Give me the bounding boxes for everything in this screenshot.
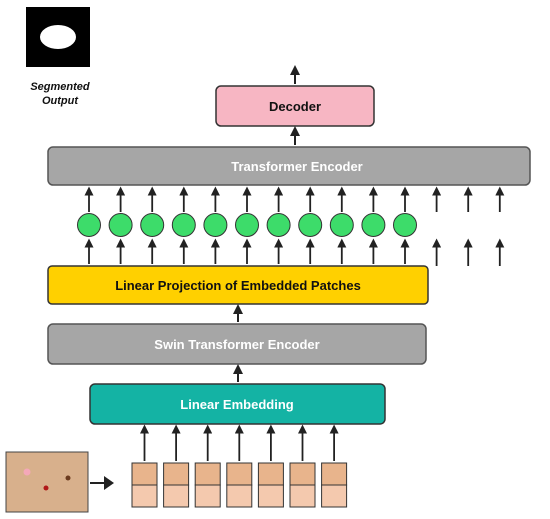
transformer-encoder-label: Transformer Encoder bbox=[231, 159, 363, 174]
linear-embedding-block: Linear Embedding bbox=[89, 383, 386, 425]
patch-bottom bbox=[194, 484, 221, 508]
patch-row bbox=[131, 424, 348, 508]
segmented-caption-line2: Output bbox=[41, 95, 79, 107]
decoder-block: Decoder bbox=[215, 85, 375, 127]
input-dot-red bbox=[43, 485, 49, 491]
token-circle bbox=[235, 213, 259, 237]
patch-bottom bbox=[226, 484, 253, 508]
patch-top bbox=[257, 462, 284, 486]
linear-projection-label: Linear Projection of Embedded Patches bbox=[115, 278, 361, 293]
swin-encoder-label: Swin Transformer Encoder bbox=[154, 337, 319, 352]
token-circle bbox=[77, 213, 101, 237]
transformer-encoder-block: Transformer Encoder bbox=[47, 146, 531, 186]
patch-top bbox=[163, 462, 190, 486]
token-circle bbox=[266, 213, 291, 237]
input-to-patches-arrow bbox=[90, 476, 114, 490]
token-circle bbox=[361, 213, 386, 237]
input-dot-pink bbox=[23, 468, 31, 476]
token-circle bbox=[108, 213, 133, 237]
linear-embedding-label: Linear Embedding bbox=[180, 397, 293, 412]
patch-top bbox=[321, 462, 348, 486]
segmented-output-image bbox=[26, 7, 90, 67]
segmented-caption-line1: Segmented bbox=[30, 81, 90, 93]
patch-top bbox=[194, 462, 221, 486]
patch-top bbox=[226, 462, 253, 486]
input-image bbox=[5, 451, 89, 513]
patch-bottom bbox=[131, 484, 158, 508]
token-circle bbox=[393, 213, 417, 237]
token-circle bbox=[203, 213, 228, 237]
patch-top bbox=[131, 462, 158, 486]
swin-encoder-block: Swin Transformer Encoder bbox=[47, 323, 427, 365]
patch-bottom bbox=[321, 484, 348, 508]
patch-bottom bbox=[289, 484, 316, 508]
token-circle bbox=[298, 213, 323, 237]
token-circle bbox=[171, 213, 196, 237]
patch-bottom bbox=[163, 484, 190, 508]
segmented-output-caption: Segmented Output bbox=[14, 80, 106, 108]
token-row bbox=[77, 186, 505, 266]
token-circle bbox=[329, 213, 354, 237]
decoder-label: Decoder bbox=[269, 99, 321, 114]
input-dot-brown bbox=[65, 475, 71, 481]
token-circle bbox=[140, 213, 165, 237]
linear-projection-block: Linear Projection of Embedded Patches bbox=[47, 265, 429, 305]
patch-top bbox=[289, 462, 316, 486]
patch-bottom bbox=[257, 484, 284, 508]
